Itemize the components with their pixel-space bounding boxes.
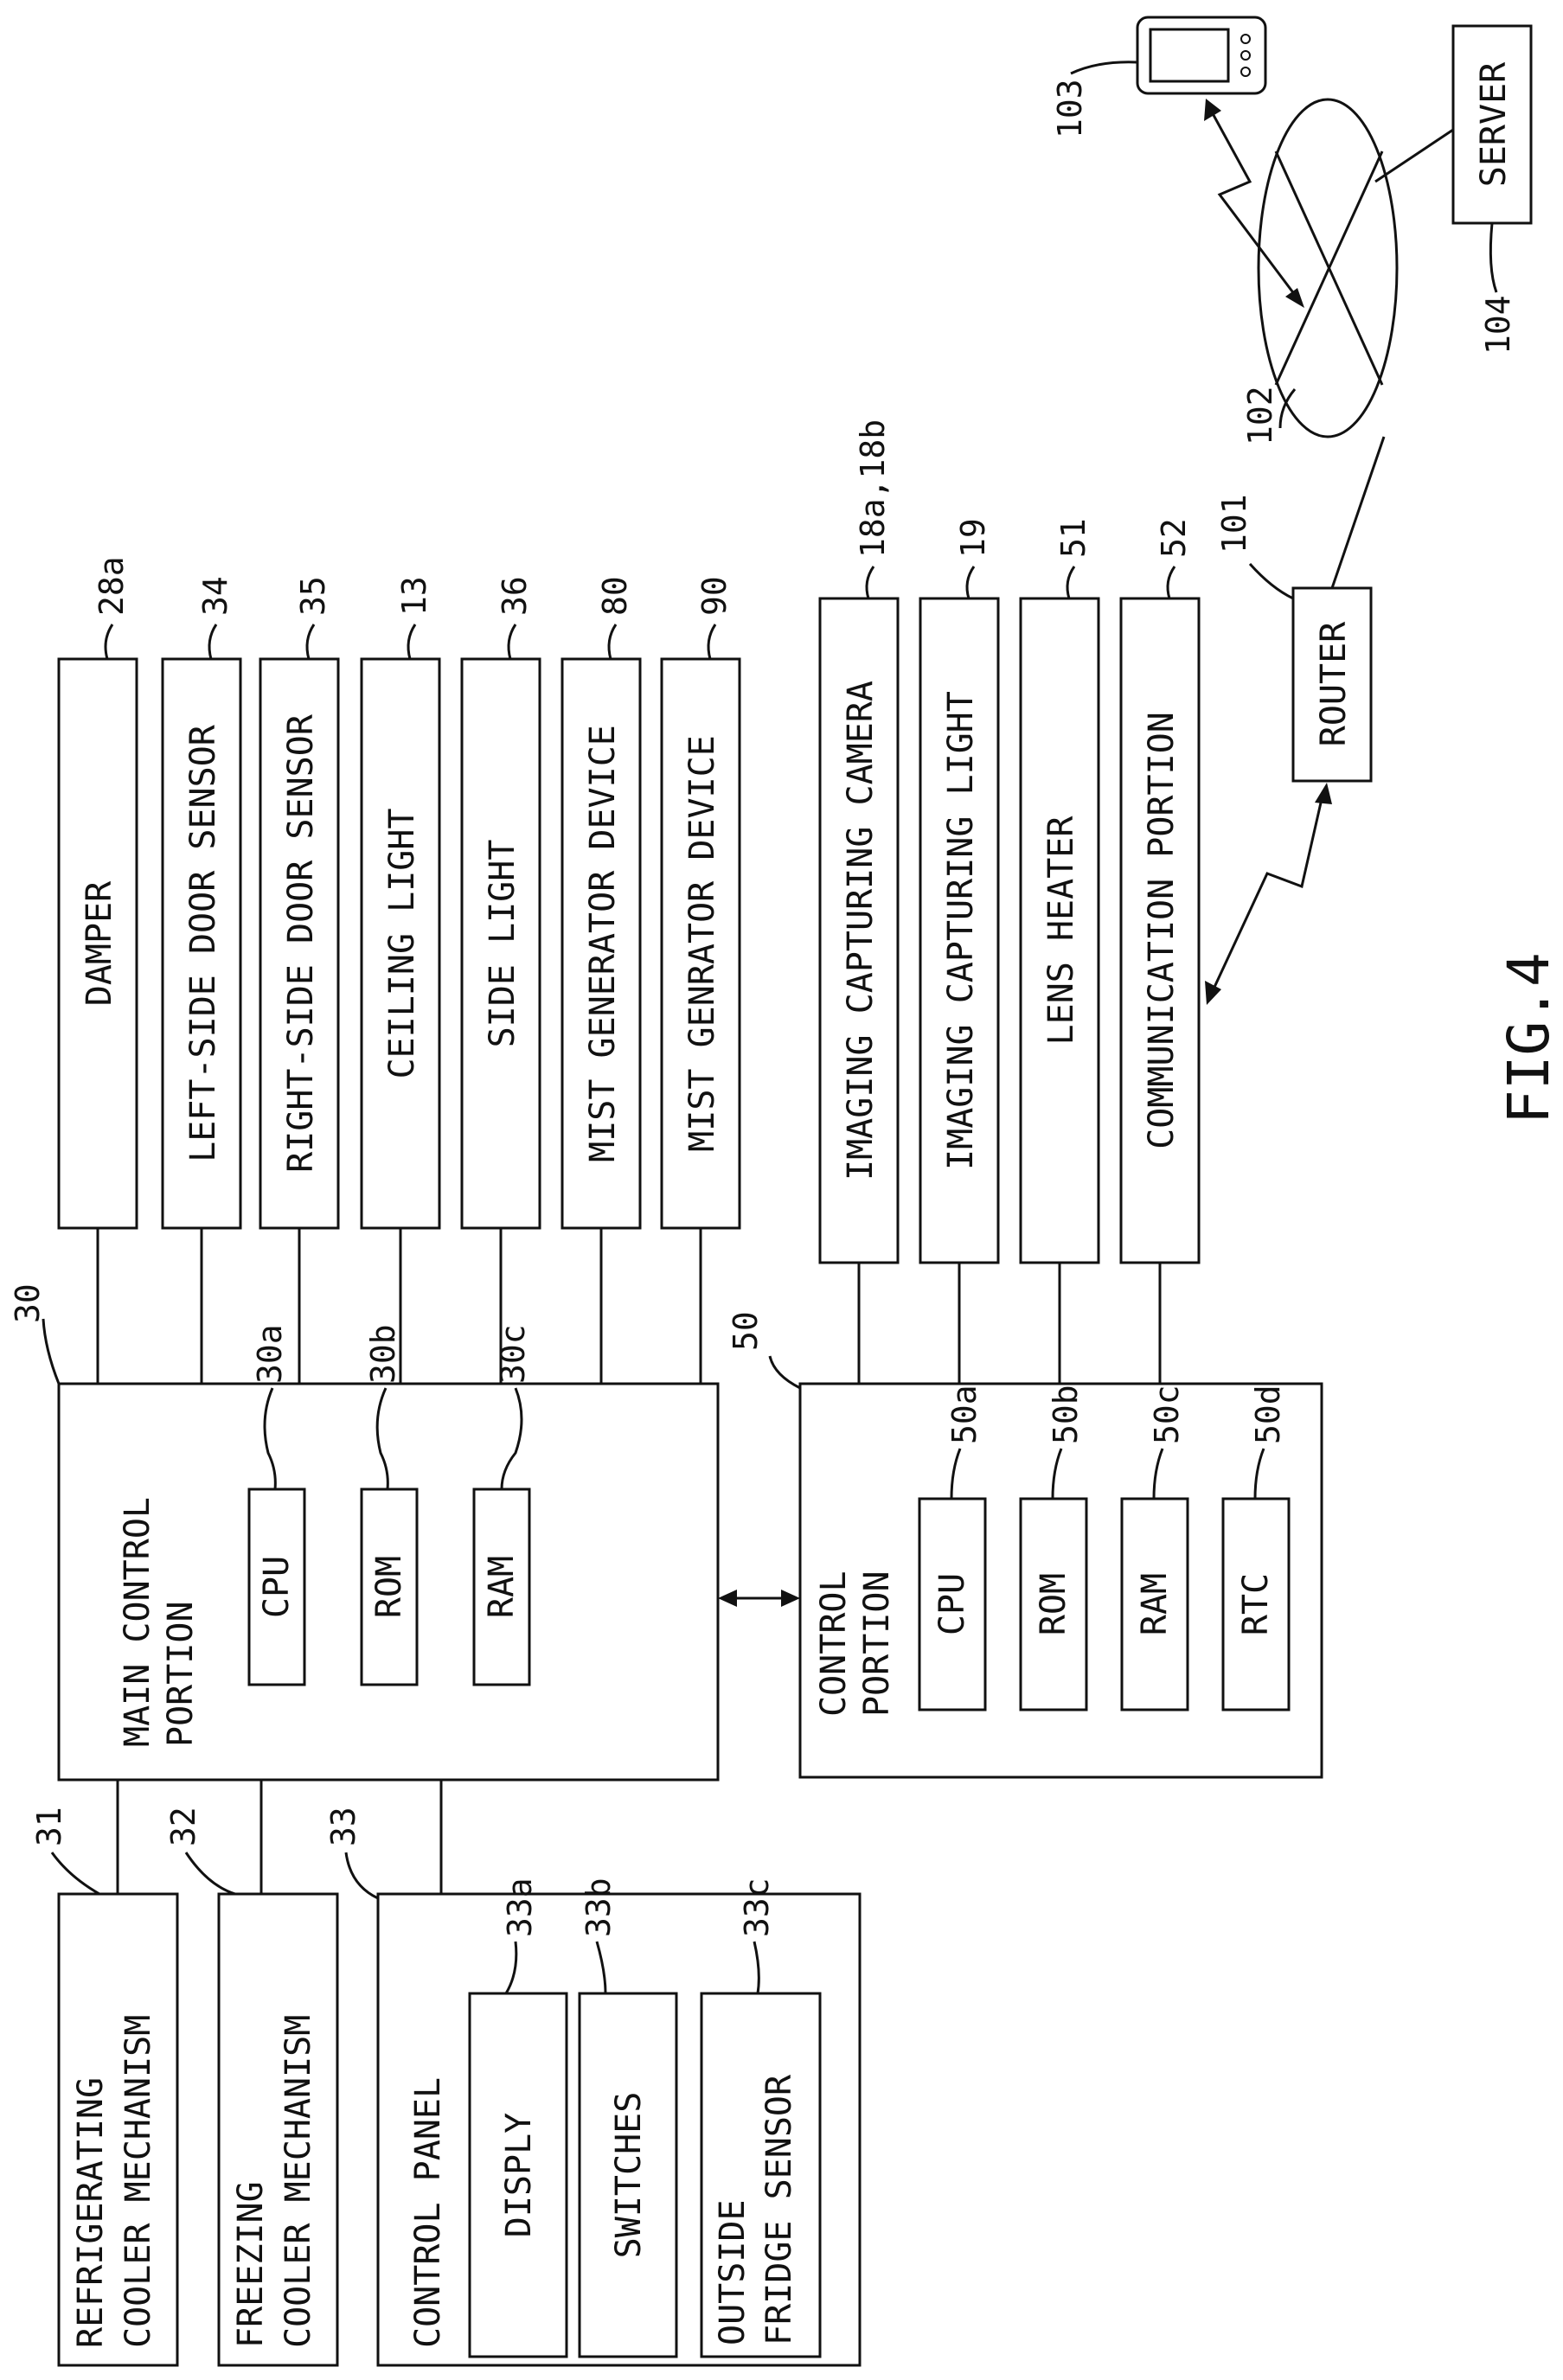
ctrl-ram-ref: 50c xyxy=(1148,1385,1186,1444)
router-ref: 101 xyxy=(1215,494,1253,553)
mist-generator-90-ref: 90 xyxy=(695,576,733,616)
refrigerating-cooler-leader xyxy=(52,1852,99,1894)
right-door-sensor-ref-leader xyxy=(307,624,314,659)
freezing-cooler-line1: FREEZING xyxy=(231,2181,271,2348)
server-ref-leader xyxy=(1490,223,1496,292)
mist-generator-90-label: MIST GENRATOR DEVICE xyxy=(682,735,722,1152)
display-label: DISPLY xyxy=(499,2113,539,2238)
router-to-cloud-line xyxy=(1332,437,1384,588)
communication-portion-ref: 52 xyxy=(1155,518,1193,558)
network-cloud xyxy=(1259,99,1397,437)
communication-portion-ref-leader xyxy=(1168,566,1175,598)
damper-label: DAMPER xyxy=(80,880,119,1006)
main-rom-label: ROM xyxy=(369,1556,409,1618)
refrigerating-cooler-ref: 31 xyxy=(30,1807,68,1846)
output-boxes: DAMPER LEFT-SIDE DOOR SENSOR RIGHT-SIDE … xyxy=(59,556,740,1384)
side-light-ref: 36 xyxy=(496,576,534,616)
ctrl-ram-label: RAM xyxy=(1135,1573,1175,1635)
switches-ref: 33b xyxy=(580,1878,618,1937)
mist-generator-80-ref: 80 xyxy=(596,576,634,616)
control-panel-ref: 33 xyxy=(324,1807,362,1846)
imaging-light-label: IMAGING CAPTURING LIGHT xyxy=(941,691,981,1170)
main-ram-label: RAM xyxy=(482,1556,522,1618)
main-control-label-line2: PORTION xyxy=(161,1601,201,1747)
main-control-ref: 30 xyxy=(9,1283,47,1323)
main-to-control-arrow xyxy=(718,1590,800,1607)
imaging-camera-ref-leader xyxy=(867,566,874,598)
server-ref: 104 xyxy=(1479,295,1517,355)
damper-ref-leader xyxy=(106,624,112,659)
damper-ref: 28a xyxy=(93,556,131,616)
right-door-sensor-ref: 35 xyxy=(294,576,332,616)
refrigerating-cooler-line1: REFRIGERATING xyxy=(71,2077,111,2348)
mobile-device-ref: 103 xyxy=(1051,79,1089,138)
freezing-cooler-leader xyxy=(186,1852,235,1894)
main-rom-ref: 30b xyxy=(364,1324,402,1384)
router-ref-leader xyxy=(1250,564,1293,598)
ctrl-cpu-label: CPU xyxy=(932,1573,972,1635)
ctrl-rom-ref: 50b xyxy=(1047,1385,1085,1444)
refrigerating-cooler-line2: COOLER MECHANISM xyxy=(119,2015,158,2348)
imaging-camera-ref: 18a,18b xyxy=(854,419,892,558)
lens-heater-ref-leader xyxy=(1067,566,1074,598)
mist-generator-80-ref-leader xyxy=(609,624,616,659)
display-ref: 33a xyxy=(501,1878,539,1937)
outside-fridge-sensor-line2: FRIDGE SENSOR xyxy=(759,2074,799,2345)
camera-side-boxes: IMAGING CAPTURING CAMERA IMAGING CAPTURI… xyxy=(820,419,1199,1384)
network-cloud-ref: 102 xyxy=(1241,386,1279,445)
imaging-light-ref: 19 xyxy=(954,518,992,558)
control-portion-line1: CONTROL xyxy=(814,1571,854,1717)
ctrl-rtc-ref: 50d xyxy=(1249,1385,1287,1444)
freezing-cooler-line2: COOLER MECHANISM xyxy=(279,2015,318,2348)
mobile-device-icon xyxy=(1137,17,1265,93)
ctrl-rom-label: ROM xyxy=(1034,1573,1073,1635)
main-cpu-label: CPU xyxy=(257,1556,297,1618)
wireless-link-router-comm xyxy=(1205,783,1332,1005)
left-door-sensor-ref: 34 xyxy=(196,576,234,616)
control-panel-label: CONTROL PANEL xyxy=(408,2077,448,2348)
control-portion-ref: 50 xyxy=(727,1311,765,1351)
server-label: SERVER xyxy=(1474,61,1514,187)
imaging-light-ref-leader xyxy=(967,566,974,598)
lens-heater-label: LENS HEATER xyxy=(1041,816,1081,1046)
main-control-leader xyxy=(43,1319,59,1384)
control-panel-leader xyxy=(346,1852,378,1898)
imaging-camera-label: IMAGING CAPTURING CAMERA xyxy=(841,681,881,1180)
figure-label: FIG.4 xyxy=(1496,952,1562,1124)
mist-generator-90-ref-leader xyxy=(708,624,715,659)
control-portion-line2: PORTION xyxy=(857,1571,897,1717)
side-light-ref-leader xyxy=(509,624,516,659)
outside-fridge-sensor-ref: 33c xyxy=(738,1878,776,1937)
router-label: ROUTER xyxy=(1314,621,1354,746)
main-control-label-line1: MAIN CONTROL xyxy=(118,1497,157,1747)
ctrl-cpu-ref: 50a xyxy=(945,1385,983,1444)
ceiling-light-label: CEILING LIGHT xyxy=(382,808,422,1078)
ceiling-light-ref-leader xyxy=(408,624,415,659)
communication-portion-label: COMMUNICATION PORTION xyxy=(1142,712,1182,1149)
main-cpu-ref: 30a xyxy=(251,1324,289,1384)
mobile-device-leader xyxy=(1071,62,1137,74)
cloud-to-server-line xyxy=(1375,130,1453,182)
ctrl-rtc-label: RTC xyxy=(1236,1573,1276,1635)
lens-heater-ref: 51 xyxy=(1054,518,1092,558)
freezing-cooler-ref: 32 xyxy=(164,1807,202,1846)
left-door-sensor-label: LEFT-SIDE DOOR SENSOR xyxy=(183,724,223,1162)
control-portion-leader xyxy=(770,1356,800,1388)
outside-fridge-sensor-line1: OUTSIDE xyxy=(713,2199,753,2345)
mist-generator-80-label: MIST GENERATOR DEVICE xyxy=(583,725,623,1162)
left-door-sensor-ref-leader xyxy=(209,624,216,659)
ceiling-light-ref: 13 xyxy=(395,576,433,616)
switches-label: SWITCHES xyxy=(609,2092,649,2259)
side-light-label: SIDE LIGHT xyxy=(483,840,522,1048)
right-door-sensor-label: RIGHT-SIDE DOOR SENSOR xyxy=(281,713,321,1173)
